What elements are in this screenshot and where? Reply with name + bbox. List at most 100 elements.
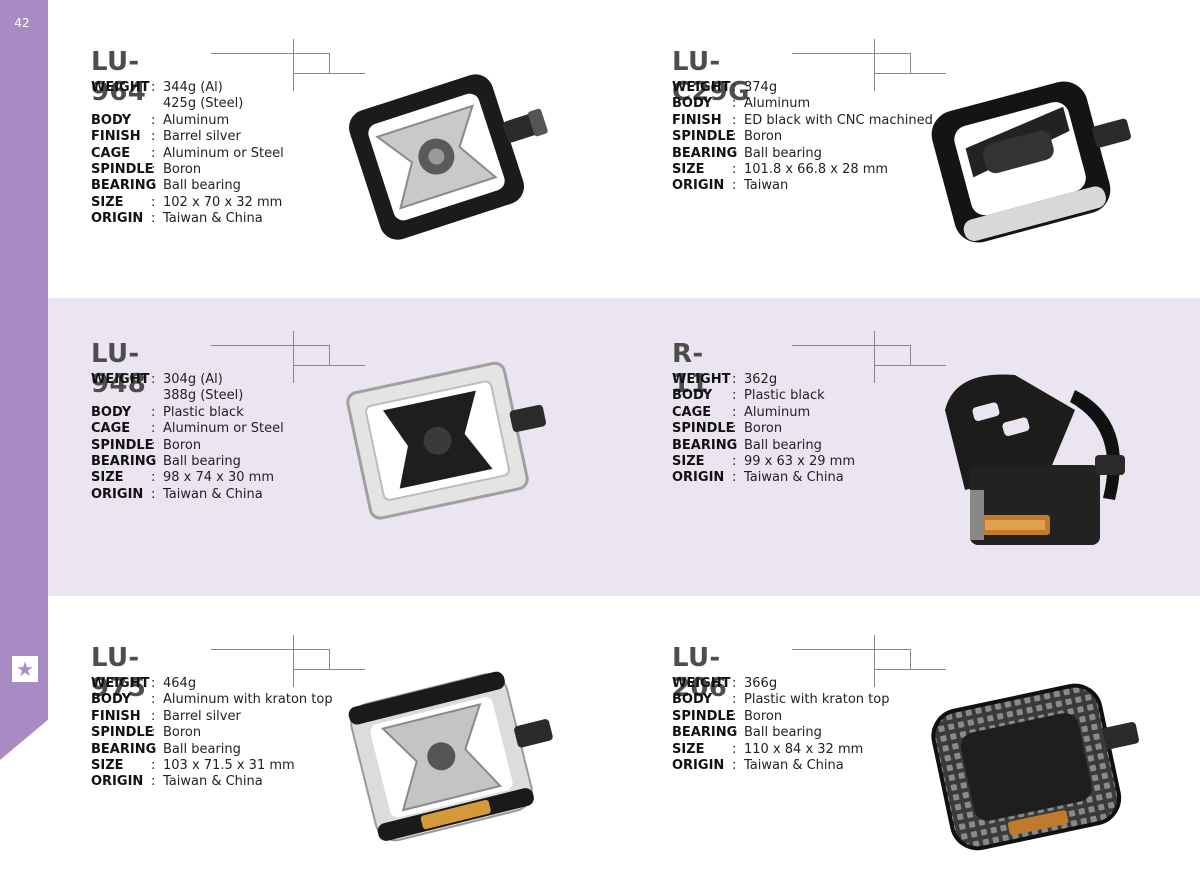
spec-label: CAGE [91, 421, 131, 437]
spec-row: 425g (Steel) [91, 96, 284, 112]
spec-label: BEARING [91, 454, 157, 470]
spec-row: WEIGHT:344g (Al) [91, 80, 284, 96]
spec-label: BODY [672, 96, 713, 112]
spec-row: BEARING:Ball bearing [672, 438, 855, 454]
spec-value: Plastic with kraton top [744, 692, 890, 708]
spec-label: WEIGHT [672, 80, 731, 95]
spec-separator: : [151, 454, 156, 470]
spec-value: 425g (Steel) [163, 96, 244, 112]
spec-separator: : [151, 774, 156, 790]
spec-value: Boron [744, 421, 783, 437]
spec-value: Aluminum [744, 404, 811, 420]
spec-label [91, 96, 151, 112]
spec-separator: : [151, 145, 156, 161]
spec-separator: : [151, 758, 156, 774]
spec-label: BEARING [672, 145, 738, 161]
spec-value: 464g [163, 676, 197, 691]
spec-row: FINISH:Barrel silver [91, 709, 333, 725]
spec-list: WEIGHT:304g (Al)388g (Steel)BODY:Plastic… [91, 372, 284, 503]
spec-row: BEARING:Ball bearing [672, 146, 933, 162]
model-name: LU-964 [91, 47, 147, 107]
spec-row: SPINDLE:Boron [672, 421, 855, 437]
spec-row: 388g (Steel) [91, 388, 284, 404]
spec-row: CAGE:Aluminum or Steel [91, 421, 284, 437]
spec-label: BEARING [672, 725, 738, 741]
spec-label: CAGE [91, 145, 131, 161]
spec-value: Taiwan [744, 178, 789, 194]
spec-label: ORIGIN [91, 486, 144, 502]
spec-row: BODY: Aluminum with kraton top [91, 692, 333, 708]
spec-separator: : [732, 388, 737, 404]
spec-list: WEIGHT:344g (Al)425g (Steel)BODY:Aluminu… [91, 80, 284, 228]
spec-separator: : [732, 178, 737, 194]
spec-label: SIZE [672, 454, 705, 470]
page-number: 42 [14, 16, 30, 30]
spec-label: SIZE [672, 162, 705, 178]
spec-row: SIZE:101.8 x 66.8 x 28 mm [672, 162, 933, 178]
spec-value: ED black with CNC machined [744, 112, 933, 128]
spec-label: CAGE [672, 404, 712, 420]
spec-label: ORIGIN [91, 774, 144, 790]
spec-value: Boron [163, 437, 202, 453]
spec-separator: : [151, 421, 156, 437]
spec-row: BEARING:Ball bearing [672, 725, 889, 741]
spec-separator: : [732, 692, 737, 708]
spec-separator: : [151, 708, 156, 724]
title-deco-lines [211, 635, 371, 695]
spec-label: SPINDLE [91, 437, 154, 453]
spec-value: Ball bearing [744, 725, 822, 741]
spec-label: BODY [672, 388, 713, 404]
spec-separator: : [151, 692, 156, 708]
spec-label: ORIGIN [91, 211, 144, 227]
spec-row: SIZE:110 x 84 x 32 mm [672, 742, 889, 758]
spec-row: BODY:Plastic black [672, 388, 855, 404]
spec-label [91, 388, 151, 404]
spec-row: SIZE:102 x 70 x 32 mm [91, 195, 284, 211]
spec-separator: : [732, 96, 737, 112]
spec-row: ORIGIN:Taiwan & China [91, 487, 284, 503]
pedal-image-lu-975 [348, 671, 553, 842]
spec-row: SPINDLE:Boron [672, 709, 889, 725]
spec-row: BEARING:Ball bearing [91, 742, 333, 758]
spec-value: Boron [163, 162, 202, 178]
spec-row: CAGE:Aluminum [672, 405, 855, 421]
spec-label: FINISH [91, 129, 141, 145]
spec-value: Ball bearing [163, 454, 241, 470]
spec-label: SIZE [672, 741, 705, 757]
spec-label: BEARING [91, 741, 157, 757]
spec-label: WEIGHT [91, 80, 150, 95]
spec-value: Ball bearing [744, 145, 822, 161]
model-name: LU-206 [672, 643, 728, 703]
title-deco-lines [792, 635, 952, 695]
spec-value: 102 x 70 x 32 mm [163, 194, 283, 210]
spec-row: ORIGIN:Taiwan & China [672, 470, 855, 486]
spec-label: BEARING [91, 178, 157, 194]
spec-separator: : [732, 676, 737, 691]
title-deco-lines [792, 39, 952, 99]
spec-row: WEIGHT:366g [672, 676, 889, 692]
spec-value: Aluminum with kraton top [163, 692, 333, 708]
spec-label: FINISH [672, 112, 722, 128]
spec-value: Ball bearing [163, 178, 241, 194]
spec-value: Ball bearing [744, 437, 822, 453]
spec-value: 388g (Steel) [163, 388, 244, 404]
title-deco-lines [211, 39, 371, 99]
spec-row: WEIGHT:304g (Al) [91, 372, 284, 388]
spec-separator: : [732, 708, 737, 724]
spec-label: SPINDLE [91, 162, 154, 178]
title-deco-lines [792, 331, 952, 391]
spec-label: SIZE [91, 194, 124, 210]
spec-value: Barrel silver [163, 708, 241, 724]
spec-label: ORIGIN [672, 178, 725, 194]
spec-value: Boron [163, 725, 202, 741]
star-nav-button[interactable]: ★ [12, 656, 38, 682]
spec-row: SPINDLE: Boron [91, 438, 284, 454]
title-deco-lines [211, 331, 371, 391]
spec-separator: : [732, 421, 737, 437]
spec-label: BODY [91, 404, 132, 420]
spec-label: ORIGIN [672, 470, 725, 486]
spec-label: BODY [91, 692, 132, 708]
spec-separator: : [151, 437, 156, 453]
